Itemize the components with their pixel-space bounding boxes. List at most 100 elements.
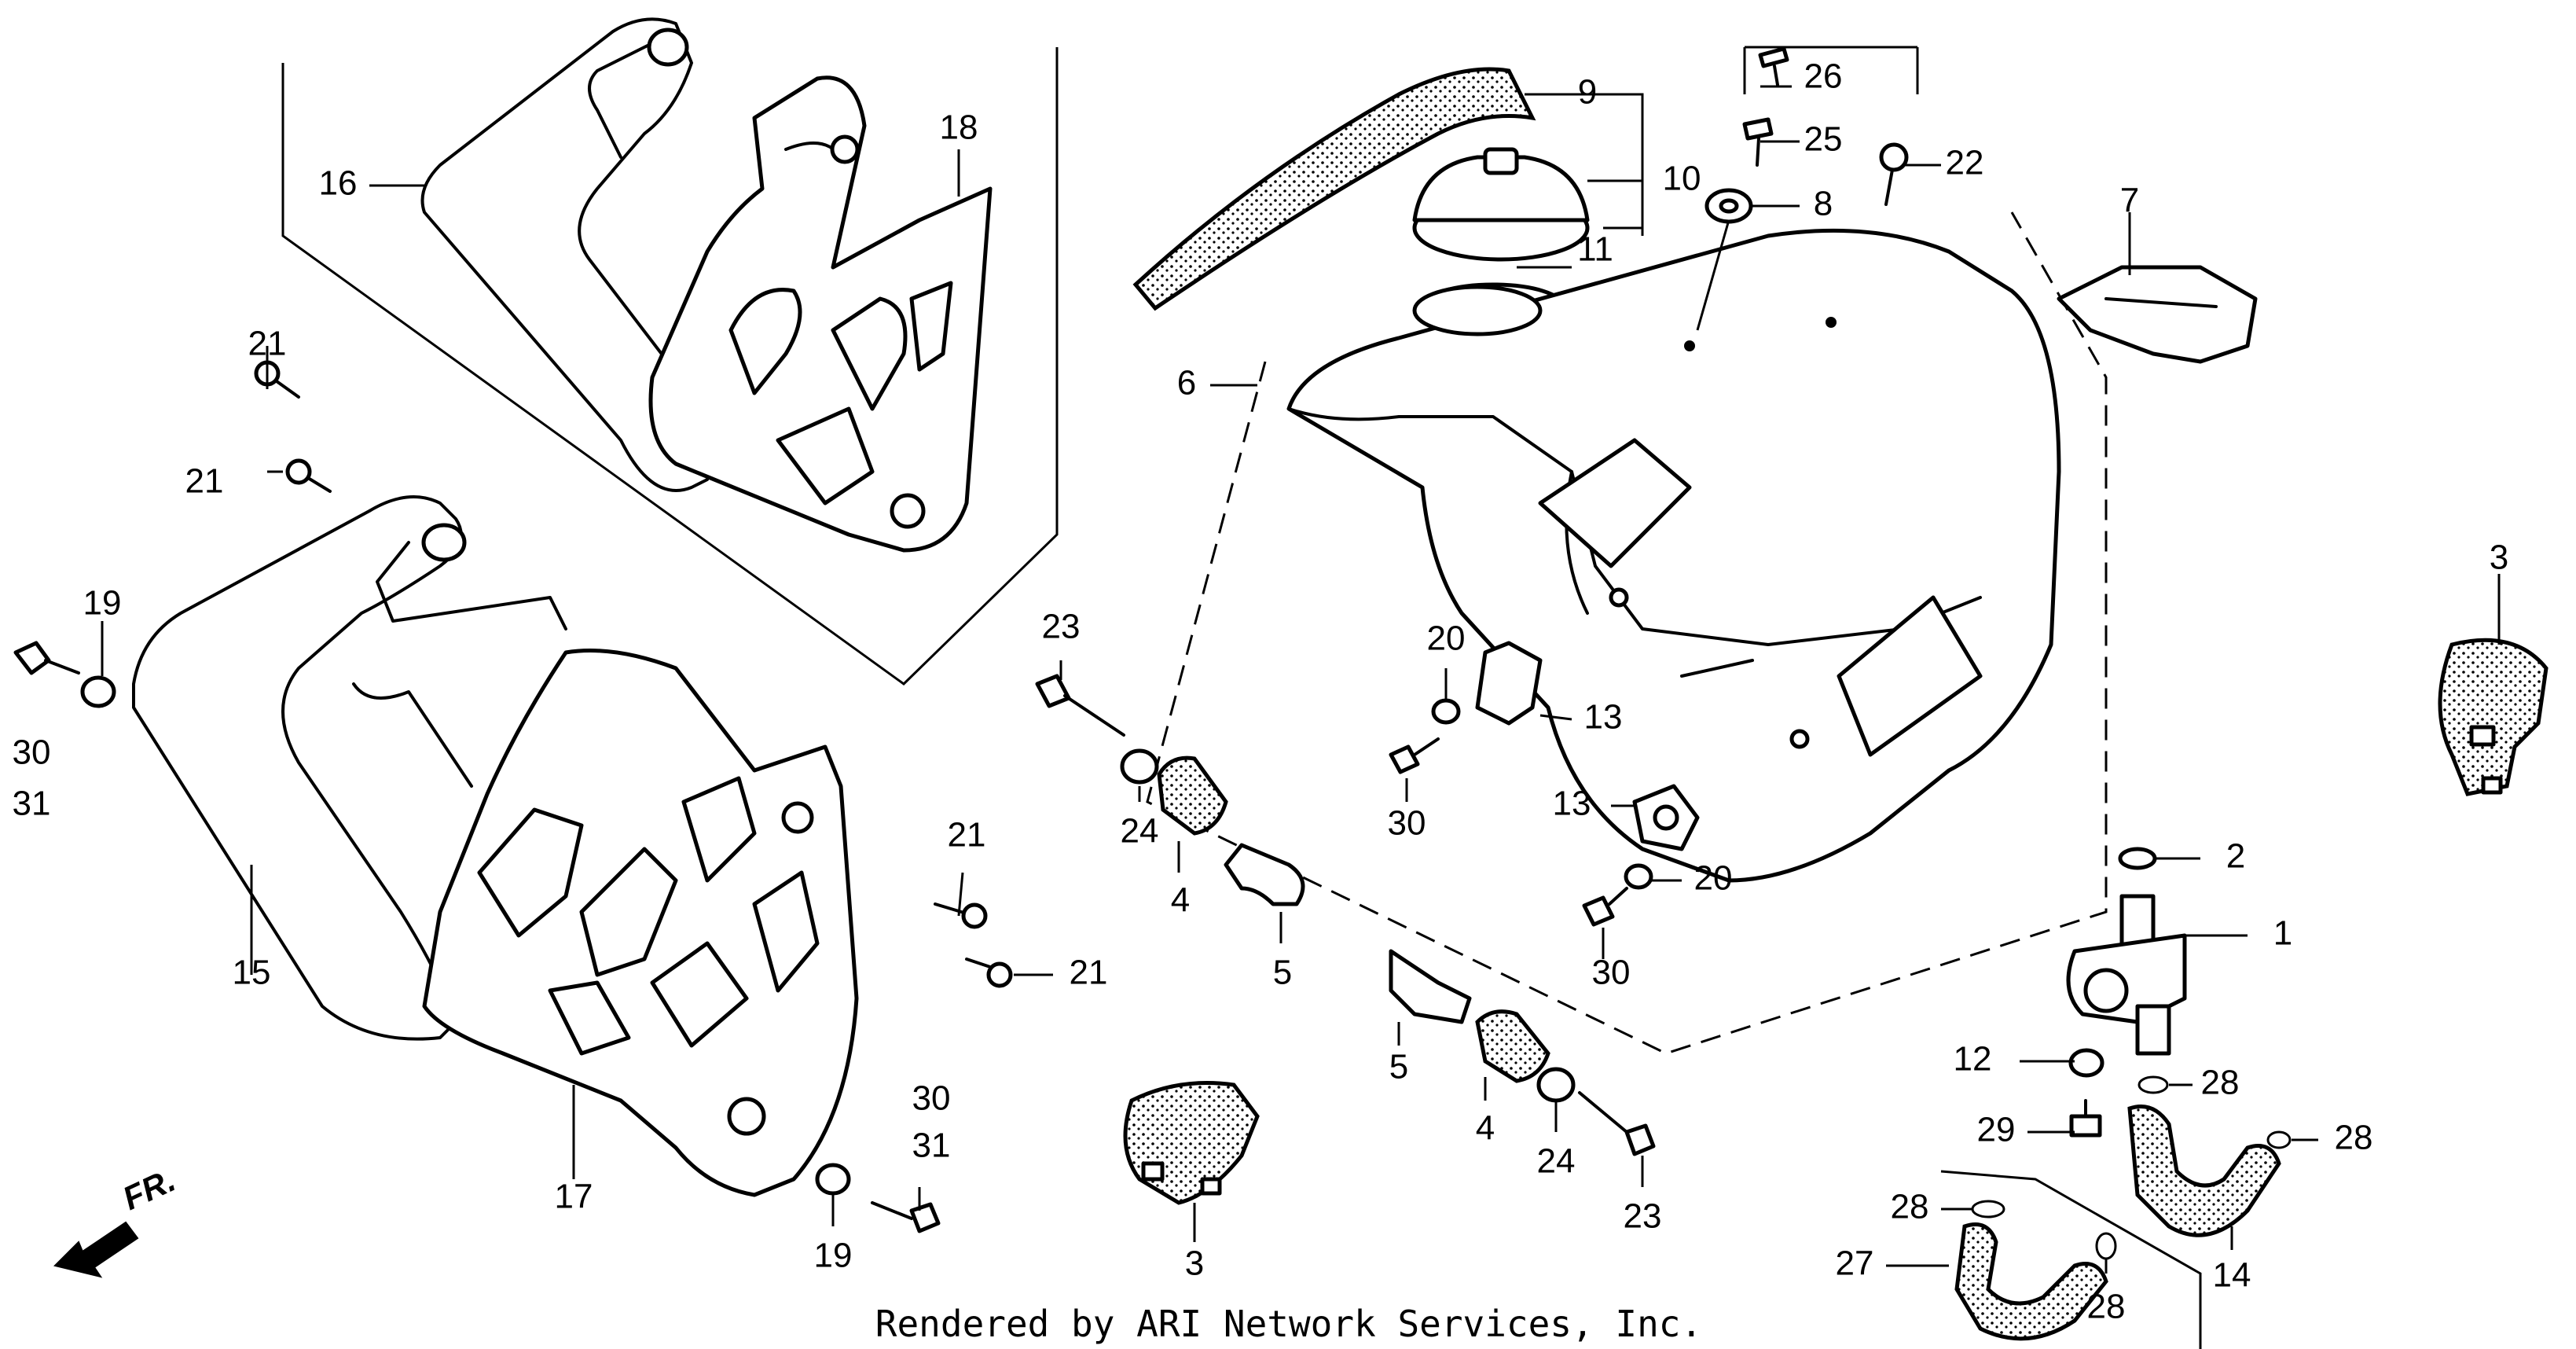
shroud-lower[interactable] [352,649,859,1197]
callout-13-lower: 13 [1553,785,1591,823]
callout-20-upper: 20 [1427,619,1466,658]
callout-21-b: 21 [185,462,224,501]
collar-5-upper[interactable] [1224,843,1305,906]
screw-25[interactable] [1742,117,1774,167]
washer-20-lower[interactable] [1624,863,1653,890]
callout-21-a: 21 [248,325,287,363]
grommet-8[interactable] [1704,188,1753,224]
leader-lines [101,85,2501,1274]
callout-4-lower: 4 [1476,1109,1495,1148]
clip-28-c[interactable] [1971,1200,2005,1219]
upper-shroud-frame [281,47,1059,686]
callout-19-left: 19 [83,584,122,623]
bolt-21-upper[interactable] [254,360,300,399]
bolt-23-lower[interactable] [1578,1091,1656,1156]
bolt-30-bottom[interactable] [871,1201,941,1233]
fuel-valve[interactable] [2066,894,2187,1056]
fuel-cap[interactable] [1412,147,1590,262]
hose-frame [1940,1170,2202,1349]
bracket-13-upper[interactable] [1475,641,1543,726]
callout-30-left: 30 [13,733,51,772]
callout-18: 18 [940,108,978,147]
bolt-21-mid-b[interactable] [965,958,1013,988]
callout-26: 26 [1804,57,1843,96]
breather-hose[interactable] [1132,67,1536,311]
shroud-seal-upper[interactable] [420,17,714,492]
callout-30-bottom: 30 [912,1079,951,1118]
rubber-mount-3-right[interactable] [2438,638,2548,796]
washer-12[interactable] [2068,1048,2104,1078]
clip-28-d[interactable] [2095,1232,2117,1260]
callout-23-lower: 23 [1624,1197,1662,1236]
callout-30-upper: 30 [1388,804,1426,843]
callout-24-lower: 24 [1537,1142,1576,1181]
grommet-4-lower[interactable] [1475,1009,1550,1083]
bolt-22[interactable] [1879,142,1909,206]
callout-14: 14 [2213,1256,2251,1295]
screw-29[interactable] [2069,1099,2102,1138]
callout-8: 8 [1814,185,1833,223]
callout-16: 16 [319,164,358,203]
clip-28-b[interactable] [2266,1130,2292,1149]
washer-24-upper[interactable] [1120,748,1159,785]
callout-29: 29 [1977,1111,2016,1149]
collar-5-lower[interactable] [1389,949,1472,1024]
front-direction-label: FR. [117,1161,181,1217]
callout-28-d: 28 [2087,1288,2126,1326]
bolt-30-left[interactable] [13,641,80,675]
footer-credit: Rendered by ARI Network Services, Inc. [875,1303,1702,1345]
callout-2: 2 [2226,837,2245,876]
tank-band-7[interactable] [2057,265,2258,364]
callout-31-bottom: 31 [912,1127,951,1165]
callout-17: 17 [555,1178,593,1216]
callout-4-upper: 4 [1171,881,1190,920]
washer-24-lower[interactable] [1536,1067,1576,1103]
callout-21-c: 21 [948,816,986,855]
callout-3-bottom: 3 [1185,1244,1204,1283]
callout-10: 10 [1663,160,1701,198]
grommet-4-upper[interactable] [1157,755,1228,836]
callout-25: 25 [1804,120,1843,159]
callout-7: 7 [2120,182,2139,220]
callout-11: 11 [1577,230,1613,269]
callout-1: 1 [2273,914,2292,953]
callout-27: 27 [1836,1244,1874,1283]
callouts: 1 2 3 3 4 4 5 5 6 7 8 9 10 11 12 13 13 1… [13,57,2509,1326]
screw-26[interactable] [1758,46,1789,86]
front-direction-arrow [53,1221,139,1278]
bolt-30-upper[interactable] [1389,737,1440,774]
callout-20-lower: 20 [1694,859,1733,898]
bolt-21-mid-a[interactable] [934,902,988,929]
callout-28-b: 28 [2335,1119,2373,1157]
fuel-tank[interactable] [1286,228,2061,883]
collar-19-left[interactable] [80,675,116,708]
washer-2[interactable] [2118,847,2157,870]
callout-13-upper: 13 [1584,698,1623,737]
callout-22: 22 [1946,144,1984,182]
shroud-upper[interactable] [648,75,993,553]
callout-6: 6 [1177,364,1196,402]
tank-frame [1146,46,2108,1055]
rubber-mount-3-bottom[interactable] [1123,1081,1260,1205]
callout-31-left: 31 [13,785,51,823]
bracket-13-lower[interactable] [1632,784,1700,851]
clip-28-a[interactable] [2137,1075,2169,1094]
callout-19-bottom: 19 [814,1237,853,1275]
callout-24-upper: 24 [1121,812,1159,851]
fuel-hose-14[interactable] [2127,1105,2281,1237]
fuel-hose-27[interactable] [1954,1222,2108,1341]
collar-19-bottom[interactable] [815,1163,851,1196]
callout-3-right: 3 [2490,538,2508,577]
callout-28-a: 28 [2201,1064,2240,1102]
bolt-21-lower[interactable] [285,458,332,493]
callout-5-lower: 5 [1389,1048,1408,1086]
callout-28-c: 28 [1891,1188,1929,1226]
callout-9: 9 [1578,73,1597,112]
bolt-30-lower[interactable] [1582,887,1628,927]
washer-20-upper[interactable] [1431,698,1461,725]
callout-21-d: 21 [1070,954,1108,992]
bolt-23-upper[interactable] [1035,674,1125,737]
callout-15: 15 [233,954,271,992]
